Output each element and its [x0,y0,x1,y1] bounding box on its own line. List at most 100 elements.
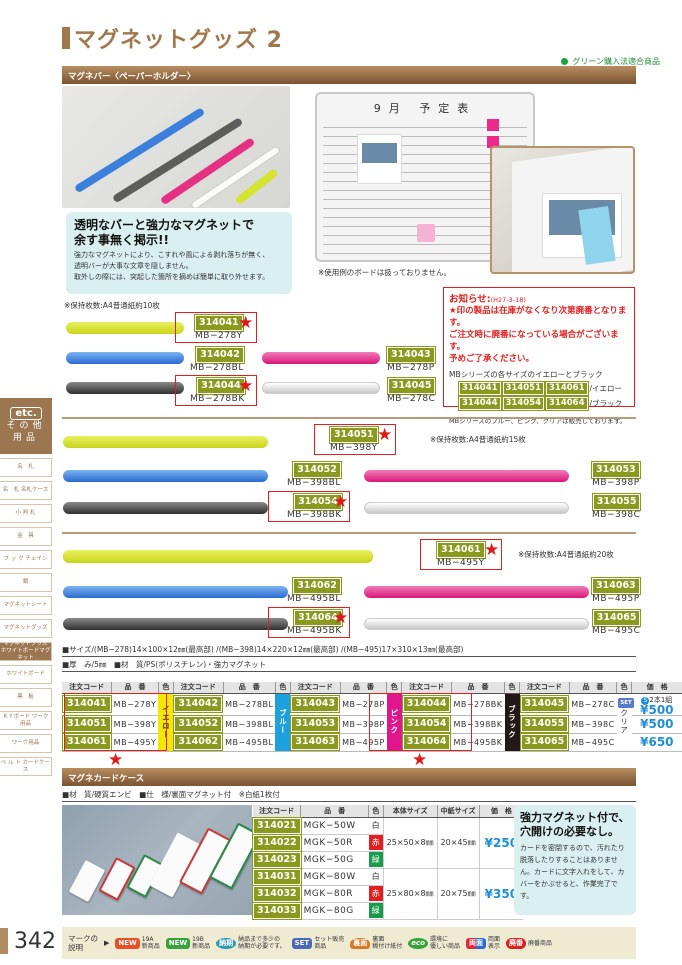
bar-image-278y [66,322,184,334]
product-314063[interactable]: 314063 MB−495P [591,577,641,604]
order-code[interactable]: 314062 [173,733,224,751]
feature-headline-1: 透明なバーと強力なマグネットで [74,218,255,232]
order-code[interactable]: 314065 [519,733,570,751]
color-white-swatch: 白 [371,821,380,830]
order-code[interactable]: 314052 [173,715,224,733]
price-398: ¥500 [631,715,682,734]
order-code: 314044 [458,396,502,411]
order-code[interactable]: 314061 [62,733,112,751]
order-code: 314041 [194,314,244,332]
color-white-swatch: 白 [371,872,380,881]
discontinued-box-314044 [175,375,257,406]
order-code[interactable]: 314055 [519,715,570,733]
col-color: 色 [504,682,520,694]
legend-text: 商品 [314,943,327,950]
order-code: 314062 [292,577,342,595]
product-314044[interactable]: 314044 MB−278BK [190,377,246,404]
sidebar-item-ky-board[interactable]: ＫＹボード ワーク用品 [0,711,52,730]
eco-icon: eco [408,937,428,949]
sidebar-item-hardware[interactable]: 金 具 [0,527,52,546]
divider [62,801,636,802]
sidebar-item-whiteboard[interactable]: ホワイトボード [0,665,52,684]
discontinued-box-314051 [314,424,396,455]
model-number: MB−278C [569,693,617,716]
sidebar-item-magnet-goods-whiteboard[interactable]: マグネットグッズ ホワイトボードマグネット [0,641,52,661]
model-number: MB−495BK [287,626,342,636]
order-code: 314055 [591,493,642,511]
order-code[interactable]: 314023 [252,850,302,869]
product-314052[interactable]: 314052 MB−398BL [287,461,342,488]
order-code[interactable]: 314051 [62,715,112,733]
sidebar-item-name-case[interactable]: 名 札 名札ケース [0,481,52,500]
discontinued-box-314041 [175,312,257,343]
product-314061[interactable]: 314061 MB−495Y [436,541,486,568]
col-code: 注文コード [62,682,112,694]
product-314051[interactable]: 314051 MB−398Y [329,426,379,453]
order-code: 314045 [386,377,437,395]
product-314041[interactable]: 314041 MB−278Y [194,314,244,341]
sidebar-item-magnet-goods[interactable]: マグネットグッズ [0,619,52,638]
order-code[interactable]: 314053 [290,715,341,733]
order-code[interactable]: 314041 [62,695,112,713]
sidebar-item-magnet-sheet[interactable]: マグネットシート [0,596,52,615]
legend-adhesive: 裏面 裏面糊付け紙付 [350,936,402,950]
order-code[interactable]: 314044 [401,695,452,713]
model-number: MGK−80G [300,902,369,920]
spec-material: ■厚 み/5㎜ ■材 質/PS(ポリスチレン)・強力マグネット [62,660,267,669]
sidebar-item-oval-tag[interactable]: 小 判 札 [0,504,52,523]
discontinued-box-314061 [420,539,502,570]
bar-image-398bl [63,470,268,482]
section-header-magnebar: マグネバー〈ペーパーホルダー〉 [62,66,636,84]
bar-image-495y [63,550,373,563]
bar-image-398c [364,502,569,514]
sidebar-item-work-goods[interactable]: ワーク用品 [0,734,52,753]
model-number: MB−278Y [111,693,159,716]
product-314054[interactable]: 314054 MB−398BK [287,493,343,520]
product-314062[interactable]: 314062 MB−495BL [287,577,342,604]
order-code[interactable]: 314054 [401,715,452,733]
product-314055[interactable]: 314055 MB−398C [591,493,642,520]
order-code: 314052 [292,461,342,479]
notice-yellow-codes: 314041 314051 314061 /イエロー [449,381,629,396]
order-code[interactable]: 314042 [173,695,224,713]
set-mark-icon: S [641,696,650,705]
order-code[interactable]: 314021 [252,816,302,835]
model-number: MB−398BK [287,510,342,520]
sidebar-item-chain[interactable]: 鎖 [0,573,52,592]
discontinued-star-icon: ★ [412,750,428,770]
order-code[interactable]: 314043 [290,695,341,713]
bar-image-398p [364,470,569,482]
sidebar-item-hook-chain[interactable]: フ ッ ク チェイン [0,550,52,569]
legend-text: 19A [141,936,154,943]
col-code: 注文コード [289,682,341,694]
discontinued-star-icon: ★ [238,376,254,396]
model-number: MB−495P [340,733,387,752]
sidebar-item-nameplate[interactable]: 名 札 [0,458,52,477]
order-code[interactable]: 314033 [252,901,302,920]
model-number: MGK−50G [300,851,369,869]
order-code[interactable]: 314031 [252,867,302,886]
product-314042[interactable]: 314042 MB−278BL [190,346,245,373]
order-code[interactable]: 314063 [290,733,341,751]
notice-black-codes: 314044 314054 314064 /ブラック [449,396,629,411]
page-number: 342 [0,928,56,954]
order-code[interactable]: 314022 [252,833,302,852]
legend-label-1: マークの [68,934,98,943]
table-row: 314051 MB−398Y 314052 MB−398BL 314053 MB… [62,715,682,734]
product-314045[interactable]: 314045 MB−278C [386,377,437,404]
order-code: 314051 [501,381,545,396]
product-314053[interactable]: 314053 MB−398P [591,461,641,488]
legend-text: 両面 [487,936,500,943]
order-code[interactable]: 314045 [519,695,570,713]
order-code[interactable]: 314032 [252,884,302,903]
table-row: 314033 MGK−80G 緑 [252,901,523,920]
sidebar-item-blackboard[interactable]: 黒 板 [0,688,52,707]
sidebar-item-belt-card-case[interactable]: ベ ル ト カードケース [0,757,52,776]
model-number: MB−398BK [451,715,505,734]
product-314065[interactable]: 314065 MB−495C [591,609,642,636]
product-314043[interactable]: 314043 MB−278P [386,346,436,373]
product-314064[interactable]: 314064 MB−495BK [287,609,343,636]
order-code: 314061 [436,541,486,559]
order-code[interactable]: 314064 [401,733,452,751]
